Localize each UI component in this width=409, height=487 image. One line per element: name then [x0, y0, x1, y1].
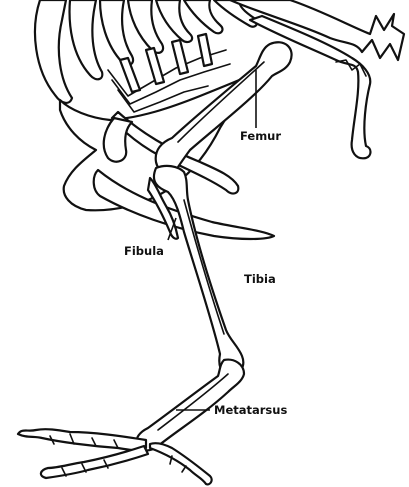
- metatarsus-label: Metatarsus: [214, 403, 287, 417]
- tibia-bone: [154, 166, 243, 376]
- femur-label: Femur: [240, 129, 281, 143]
- tibia-label: Tibia: [244, 272, 276, 286]
- fibula-label: Fibula: [124, 244, 164, 258]
- foot-toes: [18, 429, 212, 484]
